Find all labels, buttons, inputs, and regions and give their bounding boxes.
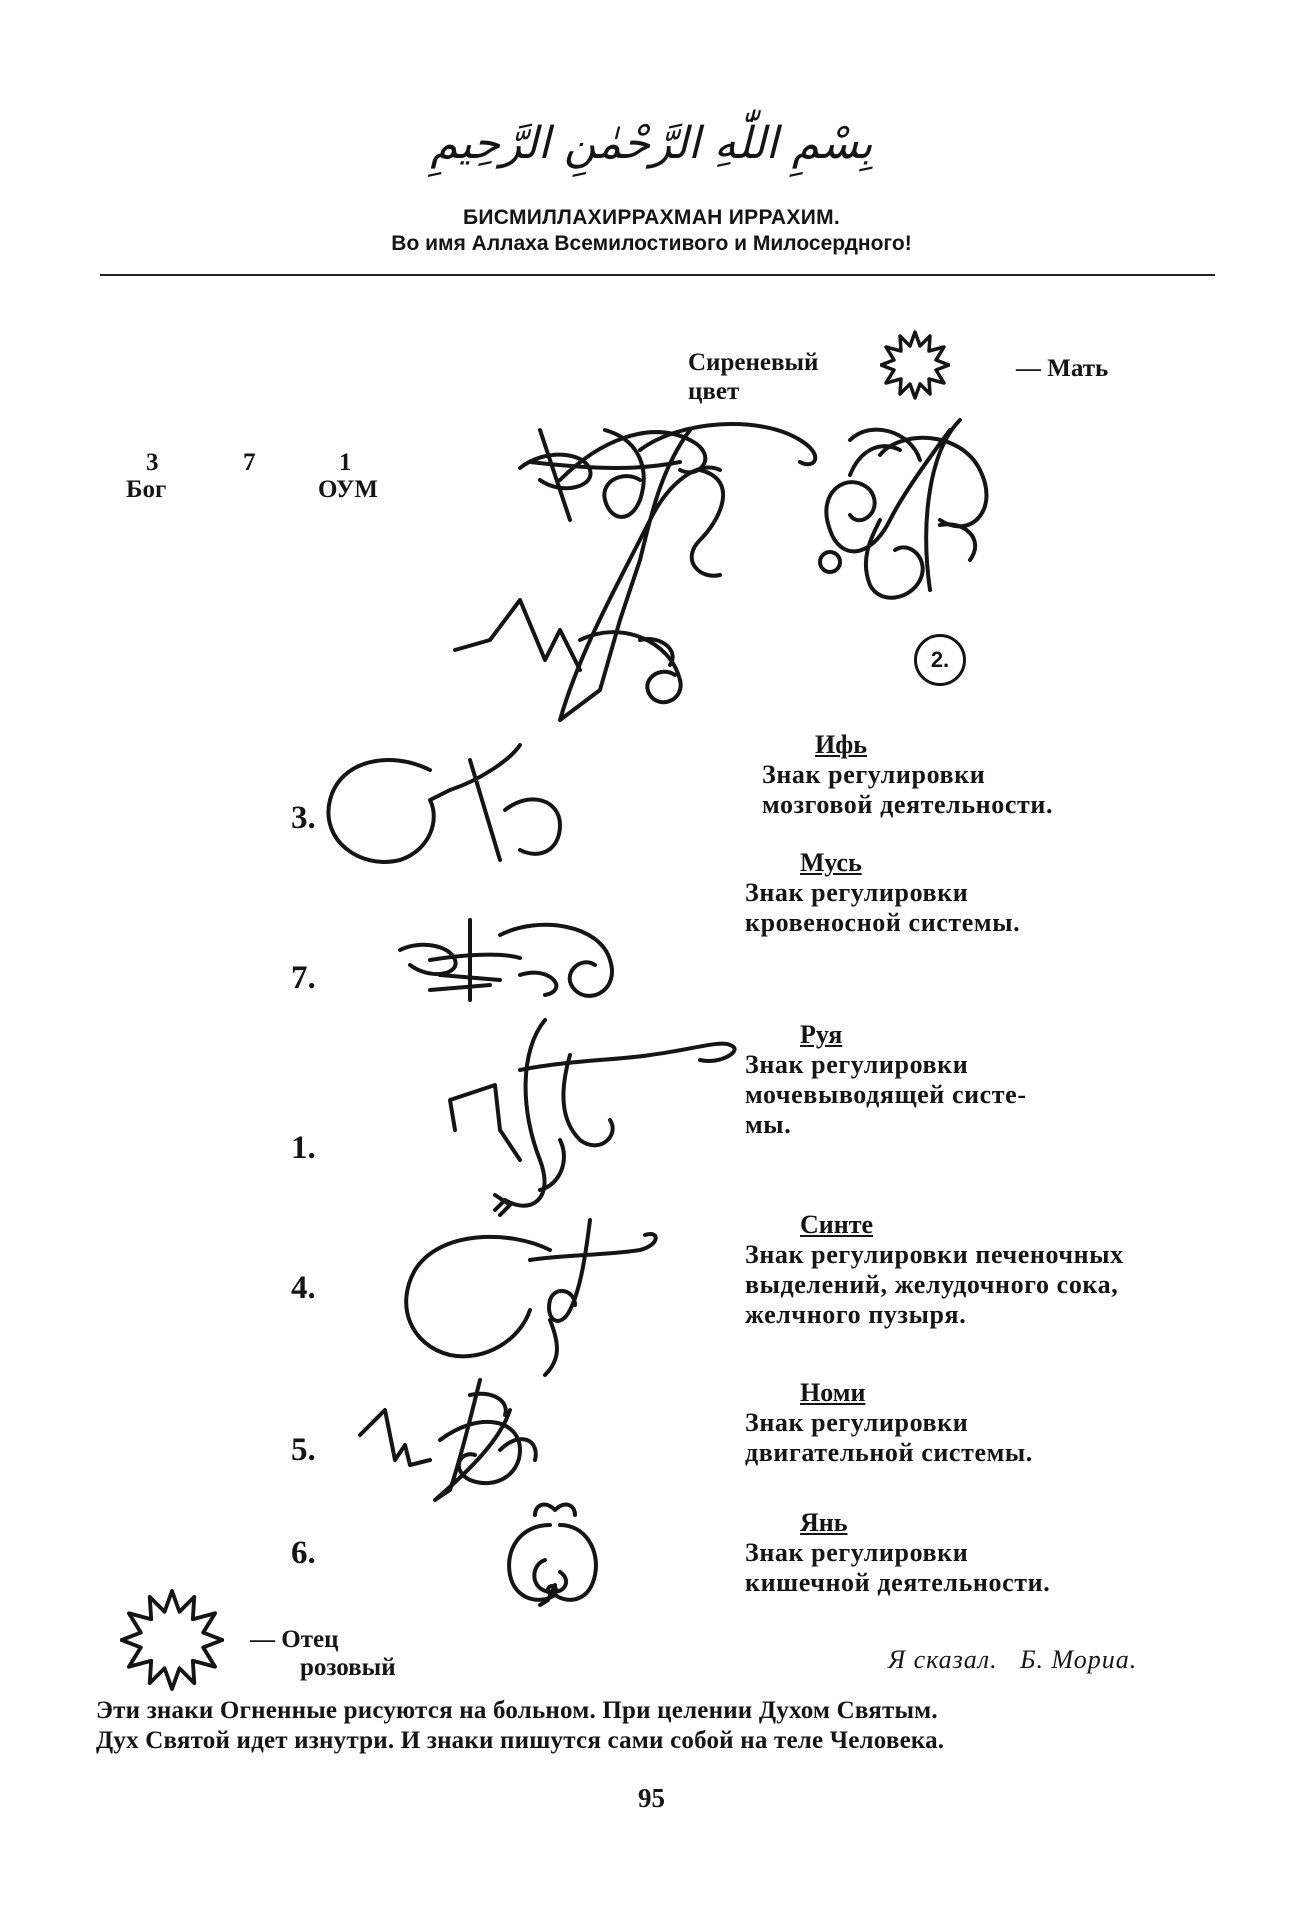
number-3: 3 [146,449,159,476]
sign-desc-line: кишечной деятельности. [745,1568,1051,1597]
sign-name: Янь [800,1508,848,1537]
sign-description: Знак регулировки кровеносной системы. [745,878,1020,938]
page-title: БИСМИЛЛАХИРРАХМАН ИРРАХИМ. [462,206,841,229]
sign-number: 7. [291,960,316,996]
sign-description: Знак регулировки кишечной деятельности. [745,1538,1050,1598]
page-number: 95 [638,1783,665,1813]
sign-desc-line: Знак регулировки [762,760,986,789]
sign-description: Знак регулировки мочевыводящей систе- мы… [745,1050,1027,1140]
footer-line: Дух Святой идет изнутри. И знаки пишутся… [96,1727,945,1754]
lilac-color-label: Сиреневый цвет [688,348,818,406]
arabic-calligraphy: بِسْمِ اللّٰهِ الرَّحْمٰنِ الرَّحِيمِ [430,118,873,169]
lilac-color-line2: цвет [688,378,740,405]
lilac-color-line1: Сиреневый [688,349,819,376]
sign-desc-line: выделений, желудочного сока, [745,1270,1119,1299]
sign-name: Номи [800,1378,866,1407]
sign-description: Знак регулировки печеночных выделений, ж… [745,1240,1217,1330]
number-1: 1 [339,449,352,476]
sign-desc-line: Знак регулировки [745,1538,969,1567]
sign-number: 1. [291,1130,316,1166]
god-label: Бог [126,476,167,503]
sign-desc-line: двигательной системы. [745,1438,1033,1467]
circled-number: 2. [914,634,966,686]
sign-desc-line: Знак регулировки [745,1050,969,1079]
mother-label: — Мать [1016,355,1109,382]
sign-desc-line: Знак регулировки [745,1408,969,1437]
star-burst-icon [879,330,951,400]
header-divider [100,274,1215,276]
oum-label: ОУМ [318,476,378,503]
pink-color-label: розовый [300,1654,396,1681]
sign-number: 4. [291,1270,316,1306]
father-label: — Отец [250,1626,339,1653]
sign-desc-line: Знак регулировки печеночных [745,1240,1124,1269]
sign-desc-line: Знак регулировки [745,878,969,907]
sign-desc-line: мы. [745,1110,792,1139]
sign-name: Ифь [815,730,867,759]
page-subtitle: Во имя Аллаха Всемилостивого и Милосердн… [391,232,912,255]
sign-description: Знак регулировки мозговой деятельности. [762,760,1053,820]
sign-desc-line: кровеносной системы. [745,908,1021,937]
sign-number: 5. [291,1432,316,1468]
star-burst-icon [119,1588,225,1692]
sign-desc-line: мозговой деятельности. [762,790,1054,819]
sign-number: 6. [291,1535,316,1571]
sign-description: Знак регулировки двигательной системы. [745,1408,1033,1468]
sign-desc-line: мочевыводящей систе- [745,1080,1027,1109]
footer-line: Эти знаки Огненные рисуются на больном. … [96,1697,938,1724]
sign-name: Мусь [800,848,862,877]
sign-name: Синте [800,1210,874,1239]
sign-desc-line: желчного пузыря. [745,1300,967,1329]
signature: Я сказал. Б. Мориа. [888,1645,1138,1674]
sign-number: 3. [291,800,316,836]
number-7: 7 [243,449,256,476]
sign-name: Руя [800,1020,843,1049]
